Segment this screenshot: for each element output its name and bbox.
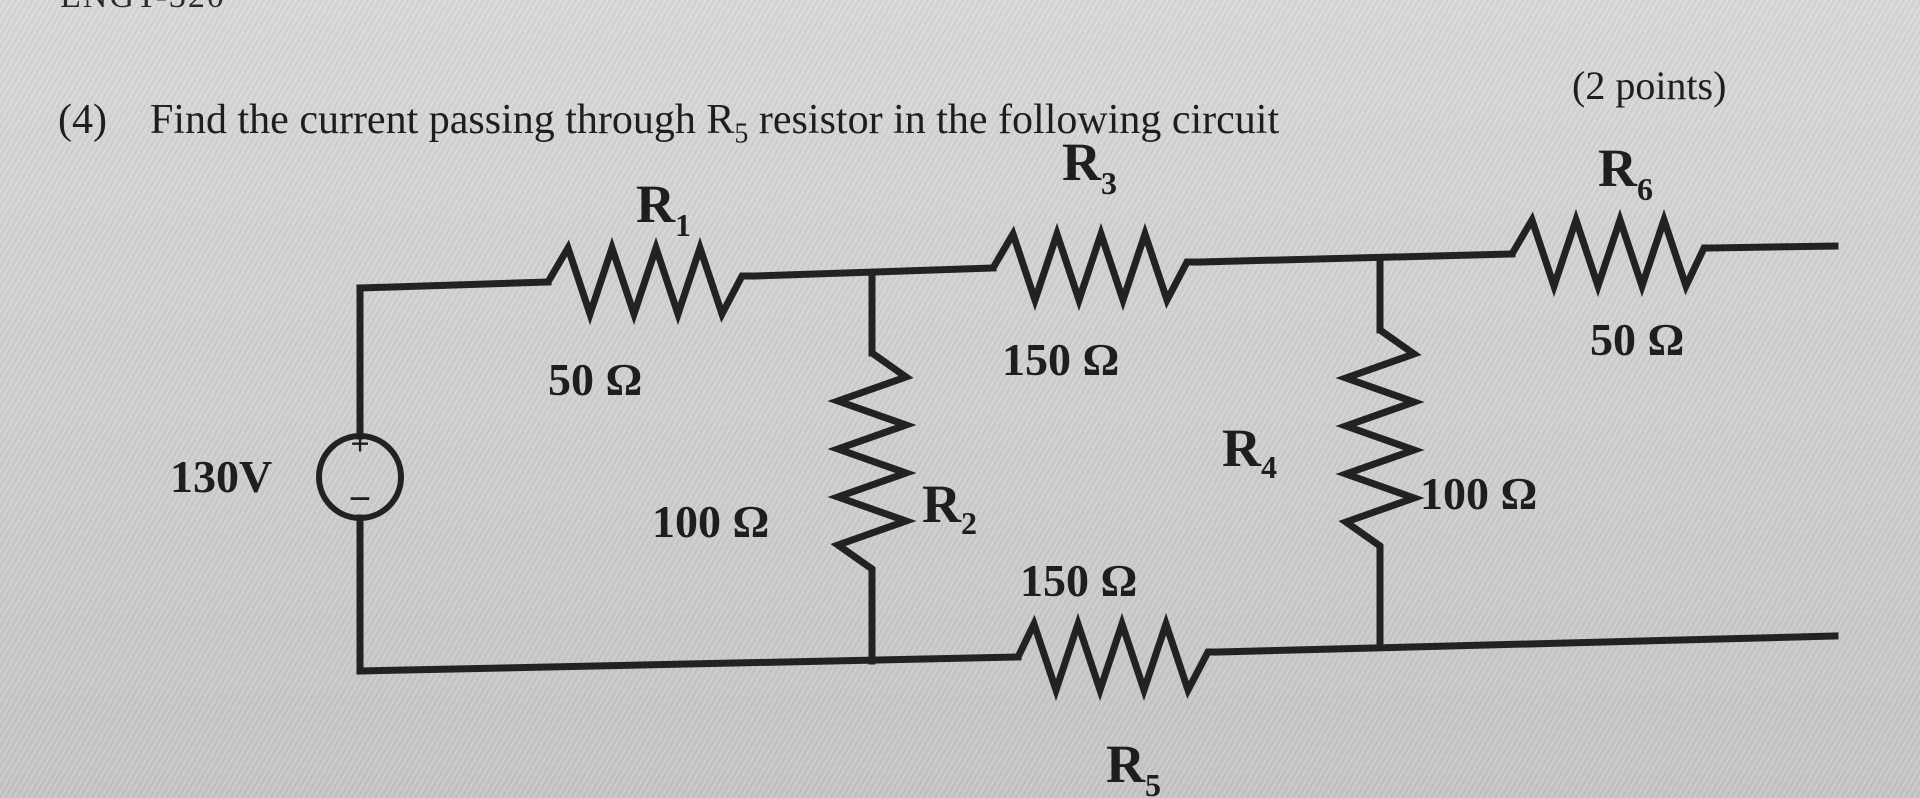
resistor-r1 [544, 236, 755, 326]
r2-value: 100 Ω [652, 496, 769, 547]
r4-value: 100 Ω [1420, 468, 1537, 519]
source-circle [316, 433, 404, 521]
r1-name: R1 [636, 174, 691, 243]
resistor-r2 [827, 350, 917, 580]
r4-name: R4 [1222, 418, 1277, 485]
r6-value: 50 Ω [1590, 314, 1684, 365]
question-number: (4) [58, 97, 107, 143]
resistor-r3 [989, 222, 1200, 312]
voltage-source: + − 130V [170, 426, 404, 521]
wire-bottom-right [1214, 632, 1839, 656]
question-text-start: Find the current passing through R [149, 97, 735, 143]
r1-value: 50 Ω [548, 354, 642, 405]
wire-top-out [1708, 242, 1839, 252]
resistor-r5 [1014, 612, 1218, 702]
wire-bottom-left [356, 653, 1022, 675]
question-subscript: 5 [734, 118, 749, 150]
question-text-end: resistor in the following circuit [748, 97, 1280, 143]
cropped-header-text: ENGT-320 [60, 0, 226, 16]
r3-value: 150 Ω [1002, 334, 1119, 385]
resistor-r6 [1508, 208, 1712, 298]
resistor-r4 [1335, 327, 1425, 567]
r5-name: R5 [1106, 734, 1161, 798]
r3-name: R3 [1062, 132, 1117, 201]
wire-top-right [1196, 250, 1516, 266]
r6-name: R6 [1598, 138, 1653, 207]
plus-sign: + [350, 426, 369, 463]
wire-top-left [356, 278, 552, 292]
question-text: (4) Find the current passing through R5 … [58, 96, 1279, 150]
circuit-wires [356, 242, 1839, 675]
points-label: (2 points) [1572, 63, 1727, 108]
source-voltage-label: 130V [170, 451, 272, 502]
r2-name: R2 [922, 474, 977, 541]
r5-value: 150 Ω [1020, 555, 1137, 606]
minus-sign: − [349, 476, 372, 521]
